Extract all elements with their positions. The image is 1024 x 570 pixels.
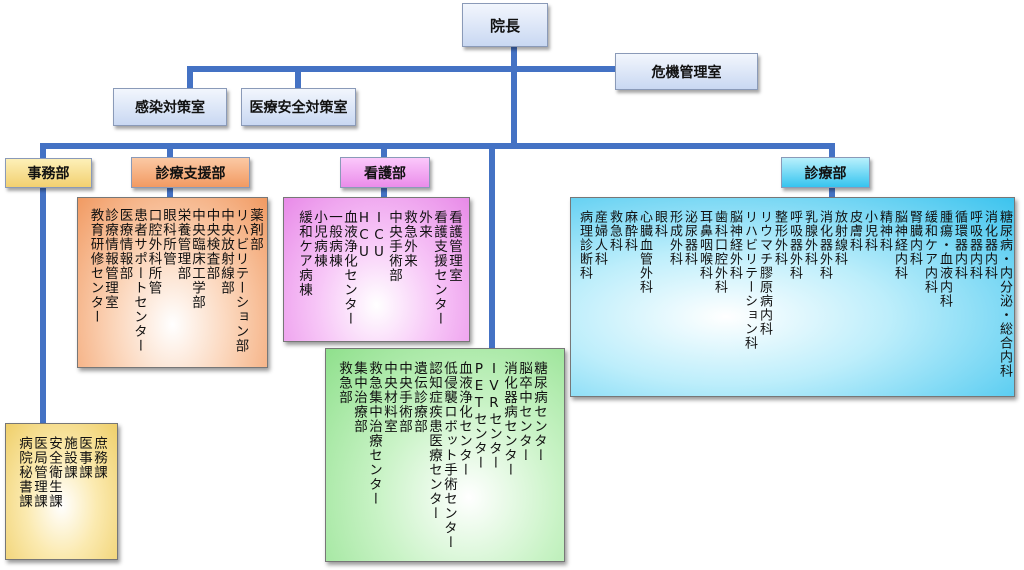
- org-unit-item: 医療情報部: [116, 208, 133, 281]
- connector: [40, 143, 835, 149]
- org-unit-item: 眼科: [652, 210, 667, 238]
- org-unit-item: 救急外来: [401, 210, 417, 268]
- org-unit-item: リハビリテーション部: [232, 208, 249, 353]
- connector: [295, 66, 301, 90]
- org-unit-item: リハビリテーション科: [742, 210, 757, 350]
- org-unit-item: 看護管理室: [446, 210, 462, 283]
- org-unit-item: 小児病棟: [311, 210, 327, 268]
- connector: [187, 66, 193, 90]
- org-unit-item: 耳鼻咽喉科: [697, 210, 712, 280]
- org-unit-item: 低侵襲ロボット手術センター: [441, 361, 457, 550]
- org-unit-item: 整形外科: [772, 210, 787, 266]
- admin-dept-header: 事務部: [5, 158, 92, 188]
- nursing-dept-header: 看護部: [340, 157, 430, 188]
- org-unit-item: 脳神経内科: [892, 210, 907, 280]
- org-unit-item: 脳卒中センター: [516, 361, 532, 463]
- medical-safety-box: 医療安全対策室: [241, 88, 356, 126]
- org-unit-item: HCU: [356, 210, 372, 261]
- org-unit-item: 救急集中治療センター: [366, 361, 382, 506]
- org-unit-item: 診療情報管理室: [102, 208, 118, 310]
- org-unit-item: 心臓血管外科: [637, 210, 652, 294]
- connector: [40, 143, 46, 425]
- org-unit-item: 脳神経外科: [727, 210, 742, 280]
- org-unit-item: 眼科所管: [160, 208, 176, 266]
- org-unit-item: 中央検査部: [203, 208, 220, 281]
- org-unit-item: 小児科: [862, 210, 877, 252]
- org-unit-item: 精神科: [877, 210, 892, 252]
- org-unit-item: 救急部: [336, 361, 352, 405]
- admin-dept-list: 庶務課医事課施設課安全衛生課医局管理課病院秘書課: [5, 423, 118, 560]
- org-unit-item: 泌尿器科: [682, 210, 697, 266]
- org-unit-item: IVRセンター: [486, 361, 502, 470]
- org-unit-item: 中央放射線部: [218, 208, 234, 295]
- org-unit-item: 教育研修センター: [87, 208, 104, 324]
- connector: [489, 143, 495, 350]
- org-unit-item: 安全衛生課: [46, 436, 62, 509]
- org-unit-item: 循環器内科: [952, 210, 967, 280]
- org-unit-item: 集中治療部: [351, 361, 367, 434]
- crisis-management-box: 危機管理室: [615, 53, 758, 90]
- org-unit-item: 形成外科: [667, 210, 682, 266]
- org-unit-item: 消化器内科: [982, 210, 997, 280]
- support-dept-header: 診療支援部: [131, 157, 250, 188]
- org-unit-item: 医局管理課: [31, 436, 47, 509]
- org-unit-item: 歯科口腔外科: [712, 210, 727, 294]
- org-unit-item: 施設課: [61, 436, 77, 480]
- director-box: 院長: [462, 3, 548, 47]
- org-unit-item: 麻酔科: [622, 210, 637, 252]
- clinical-dept-header: 診療部: [781, 157, 870, 188]
- support-dept-list: 薬剤部リハビリテーション部中央放射線部中央検査部中央臨床工学部栄養管理部眼科所管…: [77, 197, 268, 368]
- infection-control-box: 感染対策室: [113, 88, 227, 126]
- org-unit-item: 遺伝診療部: [411, 361, 427, 434]
- org-unit-item: 薬剤部: [247, 208, 263, 252]
- org-unit-item: 腎臓内科: [907, 210, 922, 266]
- org-unit-item: 消化器外科: [817, 210, 832, 280]
- org-unit-item: 看護支援センター: [431, 210, 447, 326]
- org-unit-item: 認知症疾患医療センター: [426, 361, 442, 521]
- connector: [511, 46, 517, 148]
- org-unit-item: 血液浄化センター: [456, 361, 472, 477]
- org-unit-item: 病院秘書課: [16, 436, 32, 509]
- org-unit-item: 中央材料室: [381, 361, 397, 434]
- org-unit-item: 中央臨床工学部: [189, 208, 205, 310]
- connector: [187, 66, 617, 72]
- org-unit-item: 医事課: [76, 436, 92, 480]
- org-unit-item: 消化器病センター: [501, 361, 517, 477]
- org-unit-item: 乳腺外科: [802, 210, 817, 266]
- org-unit-item: 病理診断科: [577, 210, 592, 280]
- org-unit-item: 中央手術部: [386, 210, 402, 283]
- org-unit-item: 呼吸器外科: [787, 210, 802, 280]
- org-unit-item: 庶務課: [91, 436, 107, 480]
- org-unit-item: 呼吸器内科: [967, 210, 982, 280]
- org-unit-item: 外来: [416, 210, 432, 239]
- org-unit-item: 緩和ケア病棟: [296, 210, 312, 297]
- org-unit-item: ICU: [371, 210, 387, 261]
- org-unit-item: 栄養管理部: [174, 208, 191, 281]
- org-unit-item: 皮膚科: [847, 210, 862, 252]
- org-unit-item: 救急科: [607, 210, 622, 252]
- org-unit-item: リウマチ膠原病内科: [757, 210, 772, 336]
- org-unit-item: 腫瘍・血液内科: [937, 210, 952, 308]
- org-unit-item: 緩和ケア内科: [922, 210, 937, 294]
- org-unit-item: 糖尿病センター: [531, 361, 547, 463]
- org-unit-item: 糖尿病・内分泌・総合内科: [997, 210, 1012, 378]
- org-unit-item: 口腔外科所管: [145, 208, 162, 295]
- org-unit-item: 放射線科: [832, 210, 847, 266]
- org-unit-item: 血液浄化センター: [341, 210, 357, 326]
- clinical-dept-list: 糖尿病・内分泌・総合内科消化器内科呼吸器内科循環器内科腫瘍・血液内科緩和ケア内科…: [570, 197, 1015, 397]
- org-unit-item: 患者サポートセンター: [131, 208, 147, 353]
- org-unit-item: PETセンター: [471, 361, 487, 470]
- org-unit-item: 一般病棟: [326, 210, 342, 268]
- org-unit-item: 産婦人科: [592, 210, 607, 266]
- org-unit-item: 中央手術部: [396, 361, 412, 434]
